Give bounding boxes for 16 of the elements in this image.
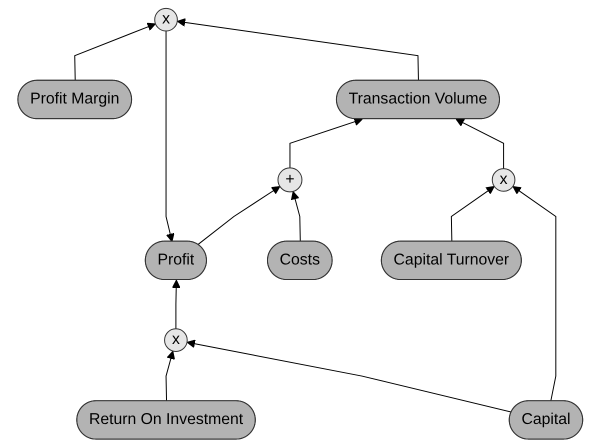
arrow — [74, 22, 156, 82]
arrow — [512, 186, 556, 402]
arrow — [455, 118, 504, 170]
node-circle — [277, 167, 302, 192]
arrow — [289, 118, 362, 168]
arrow — [172, 280, 180, 330]
node-circle — [164, 328, 188, 352]
arrow — [290, 191, 301, 242]
arrow — [450, 186, 494, 242]
arrow — [186, 340, 512, 413]
node-circle — [491, 168, 516, 192]
arrow — [165, 30, 174, 242]
arrow — [176, 18, 419, 82]
node-circle — [154, 8, 178, 32]
arrow — [197, 186, 280, 246]
arrow — [165, 350, 175, 402]
